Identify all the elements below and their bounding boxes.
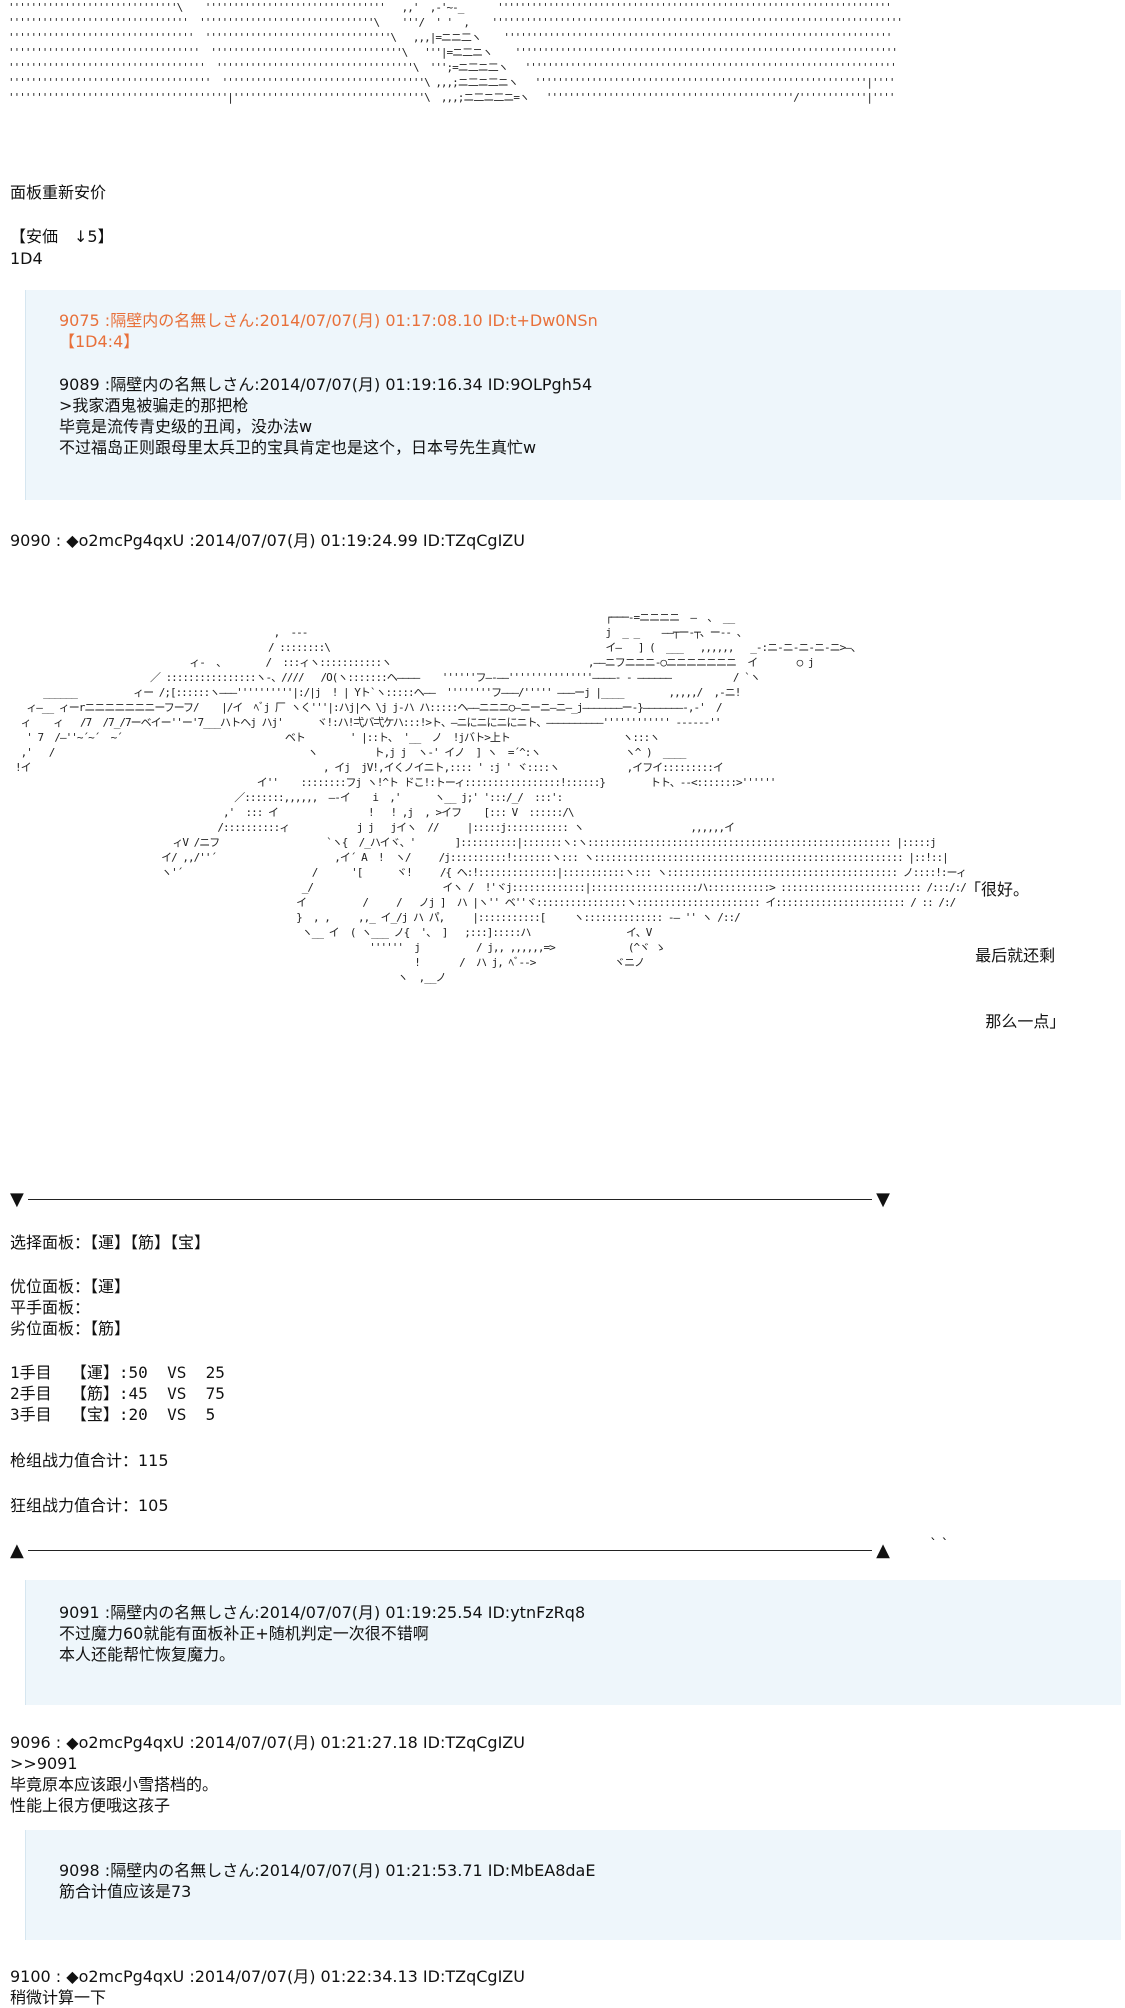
berserk-total: 狂组战力值合计：105 — [10, 1496, 169, 1515]
quote-header-9075: 9075 :隔壁内の名無しさん:2014/07/07(月) 01:17:08.1… — [59, 311, 598, 330]
panel-select: 选择面板：【運】【筋】【宝】 — [10, 1233, 211, 1252]
panel-disadvantage: 劣位面板：【筋】 — [10, 1319, 131, 1338]
post-body-line: 毕竟原本应该跟小雪搭档的。 — [10, 1775, 219, 1794]
quote-block-1: 9075 :隔壁内の名無しさん:2014/07/07(月) 01:17:08.1… — [25, 290, 1121, 500]
lance-total: 枪组战力值合计：115 — [10, 1451, 169, 1470]
quote-body-line: >我家酒鬼被骗走的那把枪 — [59, 396, 249, 415]
quote-body-line: 不过魔力60就能有面板补正+随机判定一次很不错啊 — [59, 1624, 429, 1643]
round-line: 2手目 【筋】:45 VS 75 — [10, 1384, 225, 1403]
quote-block-3: 9098 :隔壁内の名無しさん:2014/07/07(月) 01:21:53.7… — [25, 1830, 1121, 1940]
panel-even: 平手面板： — [10, 1298, 91, 1317]
speech-bubble: 「很好。 最后就还剩 那么一点」 — [965, 835, 1065, 1077]
quote-body-line: 不过福岛正则跟母里太兵卫的宝具肯定也是这个，日本号先生真忙w — [59, 438, 537, 457]
separator-up: ▲ ▲ — [10, 1541, 890, 1561]
main-ascii-art: ┌───‐=ニニニニ ― 、 __ , --- j _ _ ――┬ー‐┬、ー‐‐… — [15, 611, 967, 984]
reply-link[interactable]: >>9091 — [10, 1754, 78, 1773]
stray-marks: ` ` — [930, 1537, 949, 1553]
down-triangle-icon: ▼ — [10, 1189, 24, 1210]
post-body-partial: 稍微计算一下 — [10, 1988, 107, 2007]
quote-block-2: 9091 :隔壁内の名無しさん:2014/07/07(月) 01:19:25.5… — [25, 1580, 1121, 1705]
separator-down: ▼ ▼ — [10, 1190, 890, 1210]
quote-body-line: 毕竟是流传青史级的丑闻，没办法w — [59, 417, 313, 436]
up-triangle-icon: ▲ — [876, 1540, 890, 1561]
post-header-9096: 9096 : ◆o2mcPg4qxU :2014/07/07(月) 01:21:… — [10, 1733, 525, 1752]
speech-line: 「很好。 — [965, 880, 1030, 899]
up-triangle-icon: ▲ — [10, 1540, 24, 1561]
round-line: 3手目 【宝】:20 VS 5 — [10, 1405, 216, 1424]
quote-body-line: 本人还能帮忙恢复魔力。 — [59, 1645, 236, 1664]
quote-body-line: 筋合计值应该是73 — [59, 1882, 192, 1901]
post-body-line: 性能上很方便哦这孩子 — [10, 1796, 171, 1815]
post-header-9090: 9090 : ◆o2mcPg4qxU :2014/07/07(月) 01:19:… — [10, 531, 525, 550]
intro-line-3: 1D4 — [10, 249, 43, 268]
quote-header-9091: 9091 :隔壁内の名無しさん:2014/07/07(月) 01:19:25.5… — [59, 1603, 586, 1622]
separator-rule — [28, 1199, 872, 1200]
round-line: 1手目 【運】:50 VS 25 — [10, 1363, 225, 1382]
top-ascii-art: ''''''''''''''''''''''''''''''\ ''''''''… — [8, 1, 903, 104]
separator-rule — [28, 1550, 872, 1551]
intro-line-1: 面板重新安价 — [10, 183, 107, 202]
down-triangle-icon: ▼ — [876, 1189, 890, 1210]
quote-header-9098: 9098 :隔壁内の名無しさん:2014/07/07(月) 01:21:53.7… — [59, 1861, 596, 1880]
intro-line-2: 【安価 ↓5】 — [10, 227, 114, 246]
post-header-9100: 9100 : ◆o2mcPg4qxU :2014/07/07(月) 01:22:… — [10, 1967, 525, 1986]
speech-line: 那么一点」 — [965, 1012, 1066, 1031]
speech-line: 最后就还剩 — [965, 946, 1056, 965]
dice-roll-result: 【1D4:4】 — [59, 332, 140, 351]
panel-advantage: 优位面板：【運】 — [10, 1277, 131, 1296]
quote-header-9089: 9089 :隔壁内の名無しさん:2014/07/07(月) 01:19:16.3… — [59, 375, 593, 394]
